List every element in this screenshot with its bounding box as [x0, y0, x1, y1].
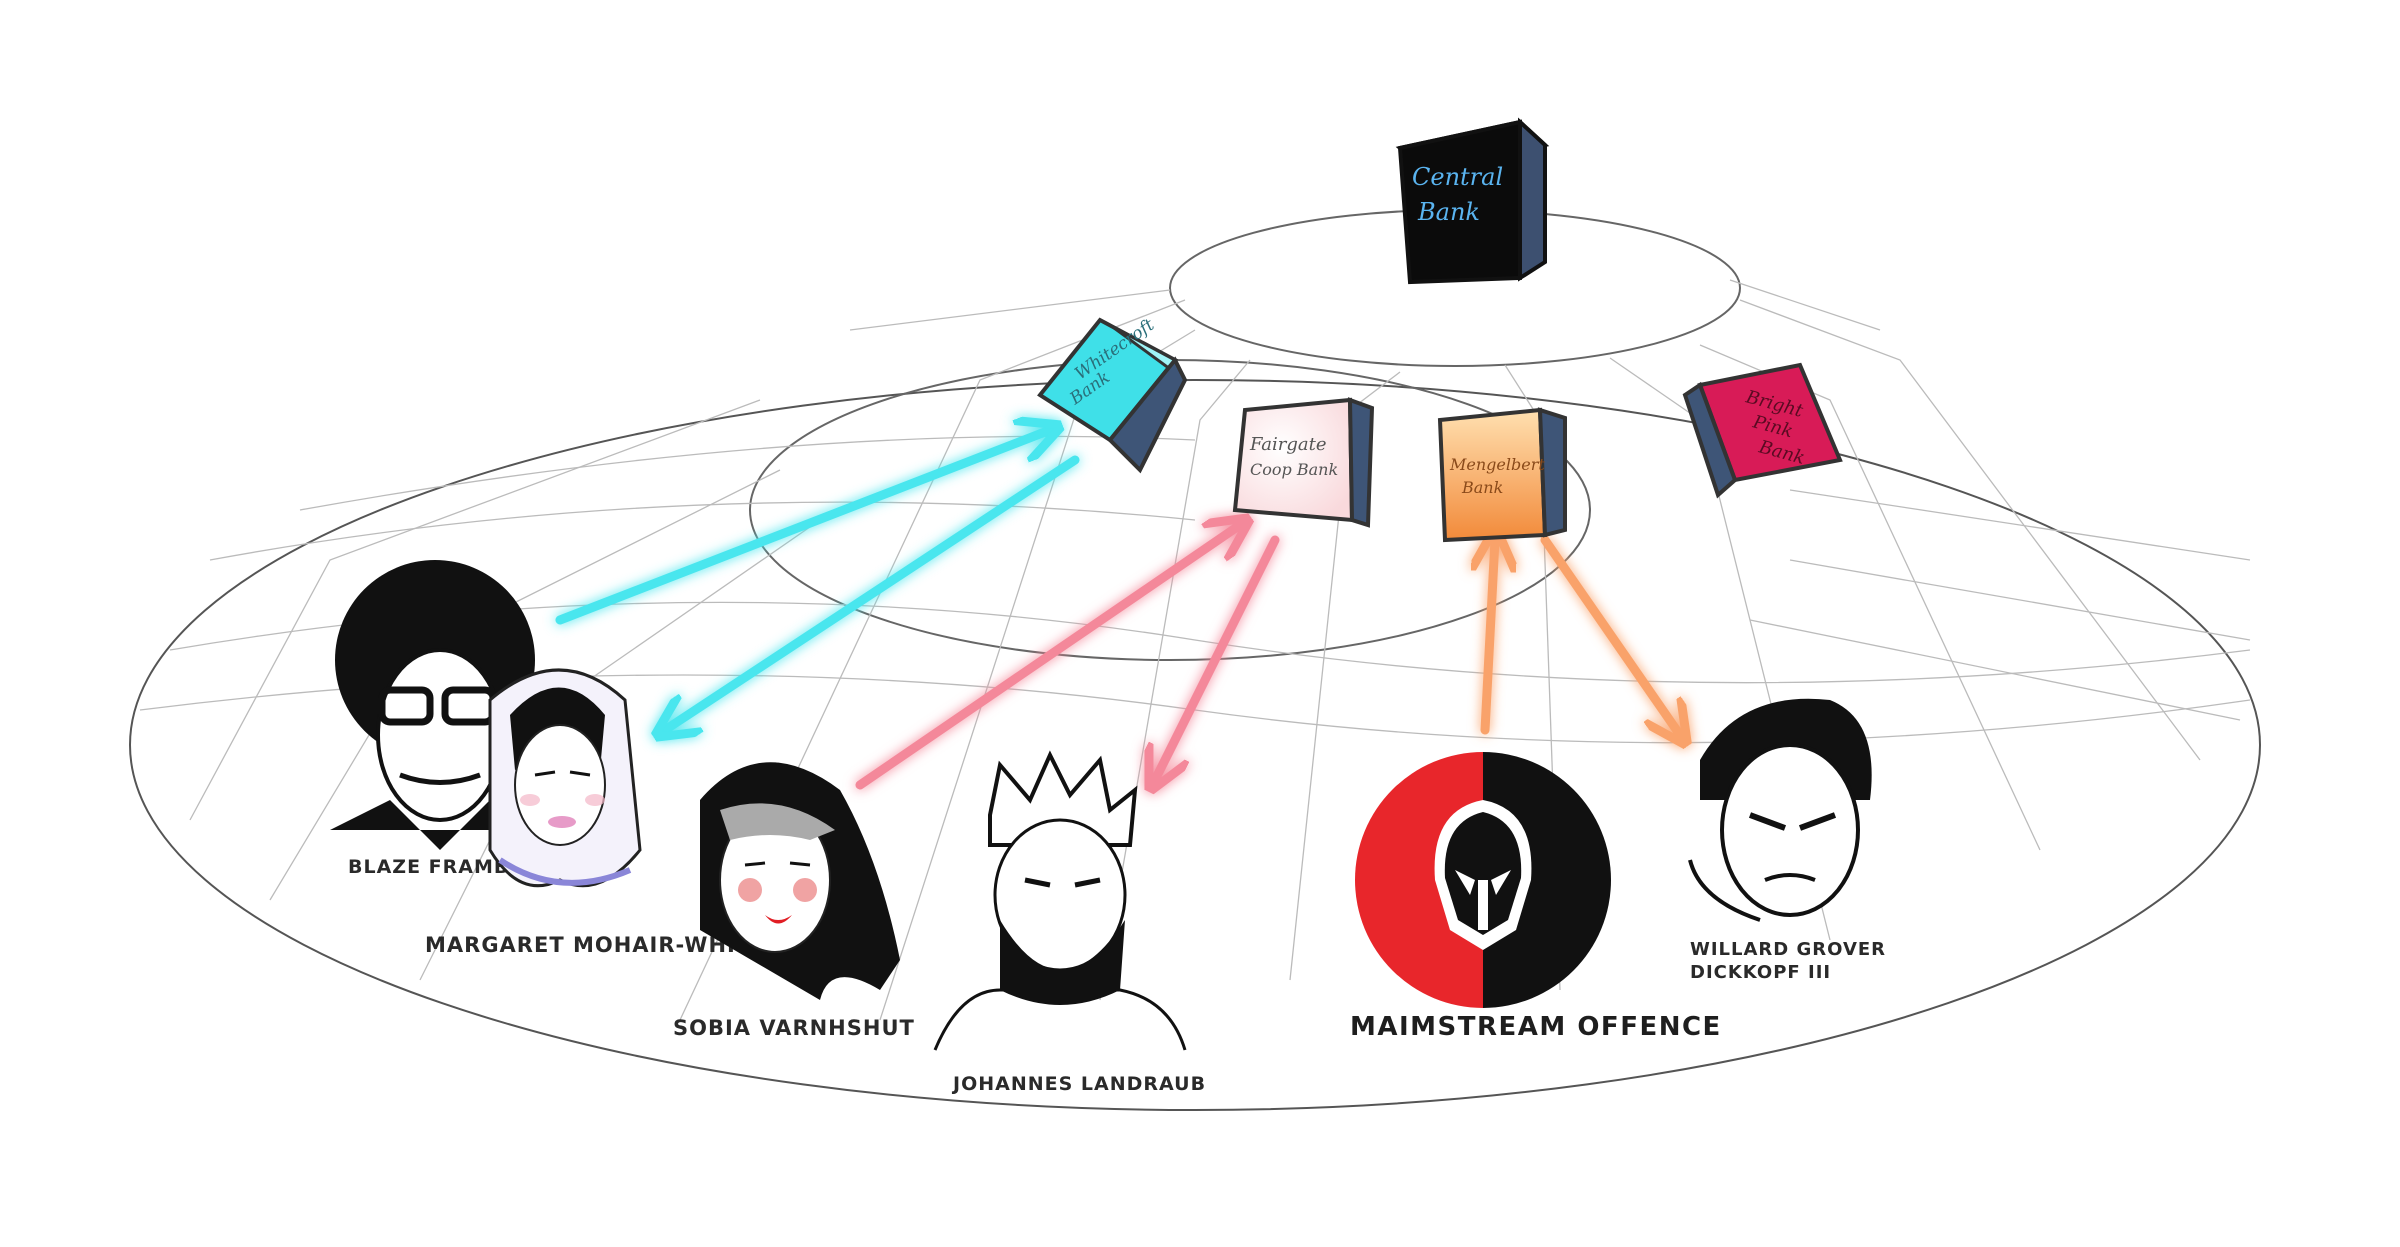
fairgate-bank-side — [1347, 397, 1375, 528]
willard-grover-dickkopf-portrait — [1688, 698, 1872, 922]
sobia-varnhshut-portrait — [700, 762, 900, 1000]
margaret-mohair-white-name: MARGARET MOHAIR-WHITE — [425, 933, 767, 957]
arrow-sobia-to-fairgate — [855, 525, 1240, 790]
arrow-fairgate-to-johannes — [1155, 535, 1280, 780]
central-bank-side — [1518, 117, 1547, 282]
fairgate-bank-label-line2: Coop Bank — [1250, 460, 1338, 479]
mengelbert-bank-label-line2: Bank — [1461, 478, 1503, 497]
brightpink-bank-side — [1682, 381, 1738, 499]
mengelbert-bank-block[interactable]: Mengelbert Bank — [1437, 407, 1567, 543]
arrow-mengelbert-to-willard — [1540, 535, 1680, 735]
brightpink-bank-block[interactable]: Bright Pink Bank — [1682, 362, 1843, 499]
central-bank-front — [1397, 119, 1522, 285]
johannes-landraub-name: JOHANNES LANDRAUB — [951, 1073, 1206, 1095]
central-bank-block[interactable]: Central Bank — [1395, 117, 1550, 285]
central-bank-label-line1: Central — [1412, 163, 1503, 191]
maimstream-offence-name: MAIMSTREAM OFFENCE — [1350, 1012, 1722, 1042]
maimstream-offence-logo — [1355, 752, 1611, 1008]
margaret-mohair-white-portrait — [488, 668, 642, 888]
willard-grover-name-line2: DICKKOPF III — [1690, 962, 1831, 983]
arrow-blaze-to-whitecroft — [555, 430, 1050, 625]
arrow-maimstream-to-mengelbert — [1485, 540, 1495, 735]
blaze-framboise-portrait — [330, 560, 535, 850]
sobia-varnhshut-name: SOBIA VARNHSHUT — [673, 1016, 915, 1040]
whitecroft-bank-block[interactable]: Whitecroft Bank — [1037, 315, 1188, 474]
bottom-tier-ellipse — [129, 379, 2261, 1111]
central-bank-label-line2: Bank — [1417, 198, 1480, 226]
mengelbert-bank-side — [1537, 407, 1567, 538]
fairgate-bank-label-line1: Fairgate — [1249, 434, 1327, 455]
fairgate-bank-block[interactable]: Fairgate Coop Bank — [1232, 397, 1375, 528]
flow-arrows — [555, 430, 1680, 790]
mengelbert-bank-front — [1437, 407, 1548, 543]
whitecroft-bank-side — [1107, 356, 1188, 474]
willard-grover-name-line1: WILLARD GROVER — [1690, 939, 1886, 960]
arrow-whitecroft-to-margaret — [665, 455, 1080, 730]
johannes-landraub-portrait — [933, 750, 1187, 1051]
mengelbert-bank-label-line1: Mengelbert — [1449, 455, 1545, 474]
